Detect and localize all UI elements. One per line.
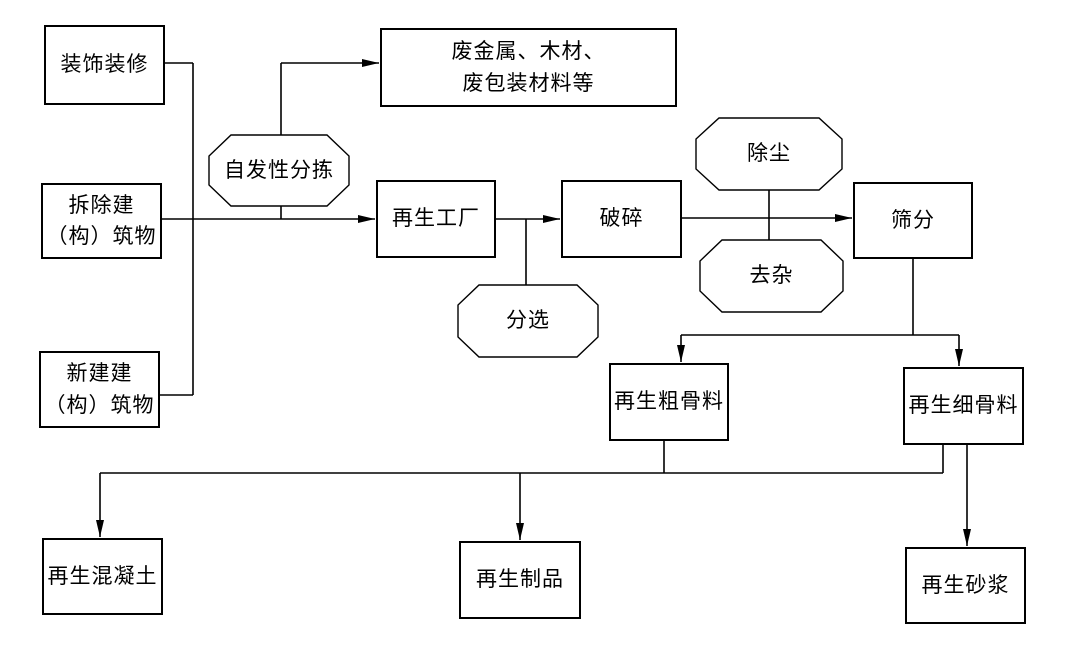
- octagon-impurity-removal: [699, 239, 844, 313]
- node-demolished-structures: 拆除建 （构）筑物: [41, 183, 162, 259]
- node-spontaneous-sorting-label: 自发性分拣: [224, 157, 334, 182]
- node-impurity-removal-label: 去杂: [749, 263, 794, 288]
- node-recycled-mortar-label: 再生砂浆: [921, 572, 1010, 597]
- node-dust-removal: 除尘: [696, 118, 842, 190]
- node-recycled-mortar: 再生砂浆: [905, 547, 1026, 624]
- node-separation: 分选: [458, 285, 598, 357]
- node-waste-materials: 废金属、木材、 废包装材料等: [380, 28, 677, 107]
- node-crushing-label: 破碎: [599, 206, 644, 231]
- node-recycling-plant-label: 再生工厂: [392, 206, 480, 231]
- octagon-separation: [457, 284, 599, 358]
- node-new-structures: 新建建 （构）筑物: [39, 351, 160, 428]
- node-screening: 筛分: [853, 182, 973, 259]
- node-impurity-removal: 去杂: [700, 240, 843, 312]
- octagon-dust-removal: [695, 117, 843, 191]
- node-recycled-products: 再生制品: [459, 541, 581, 619]
- node-fine-aggregate-label: 再生细骨料: [908, 393, 1019, 418]
- node-coarse-aggregate-label: 再生粗骨料: [614, 389, 724, 414]
- node-fine-aggregate: 再生细骨料: [903, 367, 1024, 445]
- node-screening-label: 筛分: [891, 207, 935, 232]
- node-decoration-renovation: 装饰装修: [44, 25, 165, 105]
- node-coarse-aggregate: 再生粗骨料: [609, 363, 729, 441]
- node-recycling-plant: 再生工厂: [376, 180, 496, 258]
- node-crushing: 破碎: [561, 180, 682, 258]
- node-recycled-concrete-label: 再生混凝土: [47, 563, 158, 588]
- node-recycled-products-label: 再生制品: [476, 567, 564, 592]
- node-separation-label: 分选: [506, 308, 550, 333]
- node-waste-materials-label: 废金属、木材、 废包装材料等: [451, 39, 606, 95]
- node-new-structures-label: 新建建 （构）筑物: [44, 361, 155, 417]
- node-spontaneous-sorting: 自发性分拣: [209, 135, 349, 206]
- node-demolished-structures-label: 拆除建 （构）筑物: [46, 192, 157, 249]
- node-recycled-concrete: 再生混凝土: [42, 538, 163, 615]
- node-dust-removal-label: 除尘: [747, 141, 791, 166]
- node-decoration-renovation-label: 装饰装修: [60, 52, 149, 77]
- octagon-spontaneous-sorting: [208, 134, 350, 207]
